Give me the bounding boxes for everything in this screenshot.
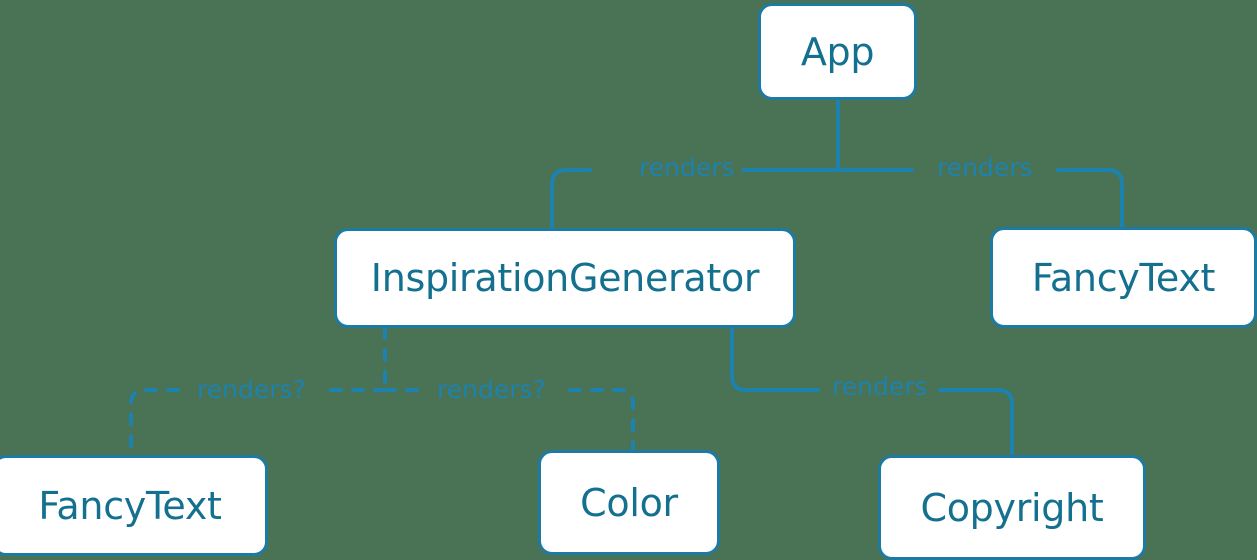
edge-label-inspiration-to-color: renders? <box>430 377 553 402</box>
node-inspiration-generator[interactable]: InspirationGenerator <box>334 228 796 328</box>
node-copyright-label: Copyright <box>920 485 1104 530</box>
edge-inspiration-to-fancytext-bot <box>129 388 387 457</box>
node-inspiration-generator-label: InspirationGenerator <box>370 256 760 300</box>
node-app[interactable]: App <box>758 3 917 100</box>
edge-inspiration-to-color <box>383 388 635 452</box>
node-color-label: Color <box>580 480 678 525</box>
edge-label-app-to-fancytext-top: renders <box>930 155 1040 180</box>
node-copyright[interactable]: Copyright <box>878 455 1146 560</box>
edge-app-to-fancytext-top <box>836 168 1124 229</box>
node-fancytext-top[interactable]: FancyText <box>990 227 1257 328</box>
node-fancytext-bottom[interactable]: FancyText <box>0 455 268 556</box>
node-fancytext-top-label: FancyText <box>1031 255 1216 300</box>
edge-label-app-to-inspiration: renders <box>632 155 742 180</box>
edge-label-inspiration-to-copyright: renders <box>825 374 935 399</box>
node-color[interactable]: Color <box>538 450 720 555</box>
node-fancytext-bottom-label: FancyText <box>38 483 222 528</box>
node-app-label: App <box>800 29 875 74</box>
edge-label-inspiration-to-fancytext: renders? <box>190 377 313 402</box>
edge-inspiration-to-copyright <box>730 326 1014 457</box>
